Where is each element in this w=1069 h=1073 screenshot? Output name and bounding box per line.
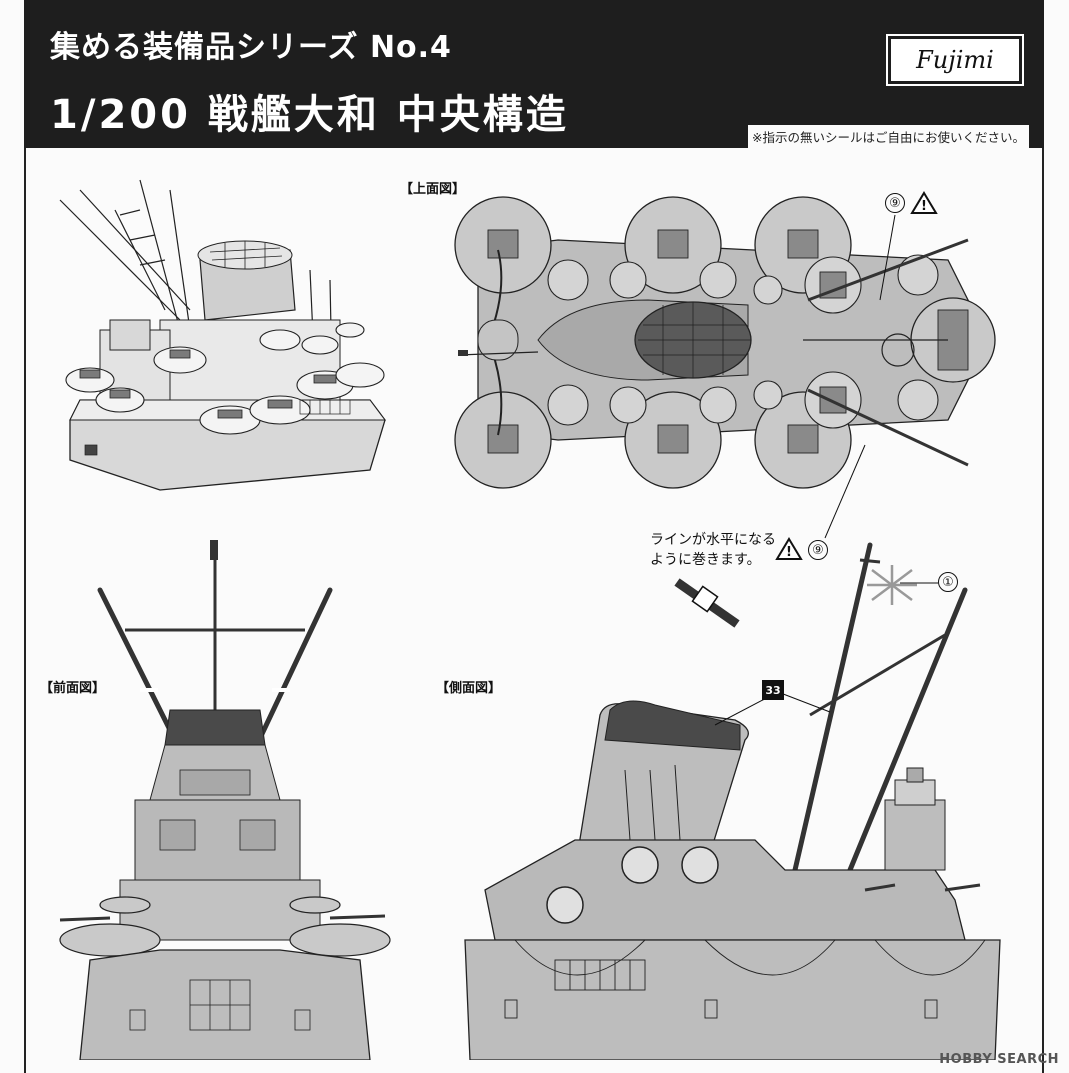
svg-text:!: ! (786, 545, 792, 560)
leader-line-9-bottom (824, 444, 866, 539)
svg-text:Fujimi: Fujimi (915, 46, 994, 74)
fujimi-logo-icon: Fujimi (915, 46, 994, 74)
top-view-drawing (454, 196, 996, 489)
front-view-label: 【前面図】 (40, 681, 106, 696)
leader-line-9-top (879, 214, 896, 301)
sticker-9-marker-bottom: ⑨ (808, 540, 828, 560)
caution-icon: ! (910, 191, 938, 214)
top-view-label: 【上面図】 (400, 182, 466, 197)
side-view-drawing (464, 542, 1001, 1060)
sticker-33-marker: 33 (762, 680, 784, 700)
brand-logo: Fujimi (886, 34, 1024, 86)
isometric-view-drawing (59, 179, 386, 491)
leader-line-1 (900, 582, 938, 584)
sheet-frame (24, 0, 1044, 1073)
sticker-note: ※指示の無いシールはご自由にお使いください。 (748, 125, 1029, 148)
front-view-drawing (59, 540, 391, 1060)
sticker-1-marker: ① (938, 572, 958, 592)
watermark: HOBBY SEARCH (939, 1052, 1059, 1067)
product-title: 1/200 戦艦大和 中央構造 (50, 92, 569, 138)
series-title: 集める装備品シリーズ No.4 (50, 30, 452, 65)
caution-icon: ! (775, 537, 803, 560)
wrap-detail-icon (674, 578, 740, 628)
side-view-label: 【側面図】 (436, 681, 502, 696)
title-banner (24, 0, 1044, 148)
line-instruction: ラインが水平になる ように巻きます。 (650, 532, 776, 568)
svg-text:!: ! (921, 199, 927, 214)
sticker-9-marker-top: ⑨ (885, 193, 905, 213)
flag-sticker-icon (867, 565, 917, 605)
